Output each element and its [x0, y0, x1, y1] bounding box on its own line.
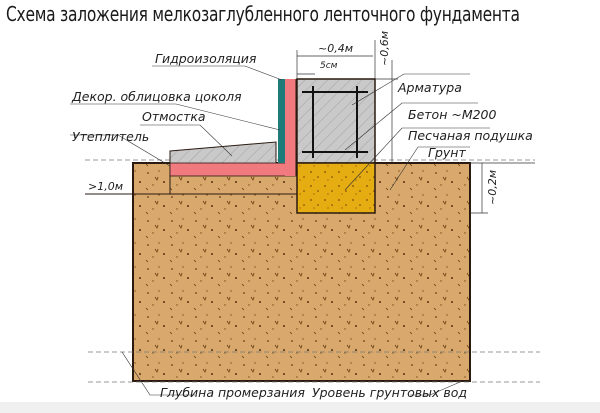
dim-insulation-extent: >1,0м	[88, 180, 123, 193]
label-concrete: Бетон ~М200	[408, 107, 497, 122]
dim-cushion-depth: ~0,2м	[486, 170, 499, 205]
dim-height: ~0,6м	[378, 31, 391, 66]
diagram-title: Схема заложения мелкозаглубленного ленто…	[6, 2, 520, 26]
label-rebar: Арматура	[397, 80, 462, 95]
label-insulation: Утеплитель	[72, 129, 149, 144]
label-freezing-depth: Глубина промерзания	[160, 385, 305, 400]
label-blind-area: Отмостка	[142, 109, 206, 124]
label-groundwater: Уровень грунтовых вод	[312, 385, 467, 400]
label-waterproofing: Гидроизоляция	[155, 51, 257, 66]
label-sand-cushion: Песчаная подушка	[408, 128, 533, 143]
label-decor-cladding: Декор. облицовка цоколя	[71, 89, 242, 104]
rebar-cage	[302, 86, 368, 158]
waterproofing-layer	[278, 79, 285, 163]
bottom-strip	[0, 402, 600, 413]
blind-area	[169, 141, 277, 166]
dim-offset: 5см	[320, 61, 338, 71]
insulation-horizontal	[169, 162, 299, 177]
label-soil: Грунт	[428, 145, 466, 160]
cladding-layer	[285, 79, 296, 176]
dim-width: ~0,4м	[318, 42, 353, 55]
